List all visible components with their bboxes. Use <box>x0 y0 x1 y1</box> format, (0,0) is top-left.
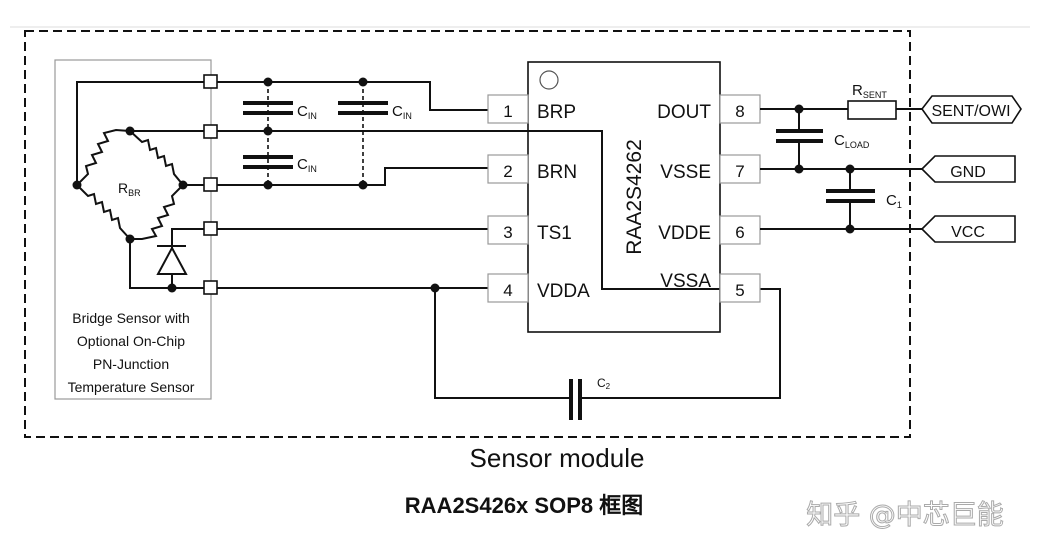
watermark: 知乎 @中芯巨能 <box>806 500 1004 531</box>
connector-sent-owi[interactable]: SENT/OWI <box>921 95 1022 124</box>
cin-label-3: CIN <box>297 156 317 174</box>
sensor-module-border <box>24 30 911 438</box>
c1-label: C1 <box>886 192 902 210</box>
right-pins <box>719 94 761 303</box>
pin-name-dout: DOUT <box>657 102 711 123</box>
pin-num-8: 8 <box>735 102 744 121</box>
figure-caption: RAA2S426x SOP8 框图 <box>405 493 643 518</box>
pad-5 <box>203 280 218 295</box>
sensor-desc-line-4: Temperature Sensor <box>68 379 195 395</box>
cin-label-2: CIN <box>392 103 412 121</box>
connector-gnd[interactable]: GND <box>921 155 1016 183</box>
pin1-marker-icon <box>539 70 559 90</box>
pin-name-brn: BRN <box>537 162 577 183</box>
rbr-label: RBR <box>118 180 141 198</box>
sensor-desc-line-3: PN-Junction <box>93 356 169 372</box>
c2-capacitor <box>569 379 582 420</box>
signal-wires <box>217 81 781 399</box>
sensor-desc-line-2: Optional On-Chip <box>77 333 185 349</box>
pad-2 <box>203 124 218 139</box>
node-top <box>125 126 135 136</box>
bridge-resistors <box>76 128 184 240</box>
pin-num-5: 5 <box>735 281 744 300</box>
output-wiring <box>760 104 922 234</box>
node-bottom <box>125 234 135 244</box>
ic-body <box>527 61 721 333</box>
pin-num-4: 4 <box>503 281 512 300</box>
connector-vcc[interactable]: VCC <box>921 215 1016 243</box>
rsent-resistor-icon <box>847 100 897 120</box>
bridge-wiring <box>76 81 210 289</box>
sensor-desc-line-1: Bridge Sensor with <box>72 310 190 326</box>
cin-capacitors <box>243 77 388 190</box>
cload-label: CLOAD <box>834 132 870 150</box>
pn-junction-diode-icon <box>156 245 188 275</box>
pin-num-6: 6 <box>735 223 744 242</box>
cin-label-1: CIN <box>297 103 317 121</box>
connector-label-gnd: GND <box>950 164 986 181</box>
pin-name-ts1: TS1 <box>537 223 572 244</box>
pin-name-vdde: VDDE <box>658 223 711 244</box>
node-right <box>178 180 188 190</box>
c2-label: C2 <box>597 376 611 391</box>
connector-label-sent-owi: SENT/OWI <box>931 103 1010 120</box>
node-vdda <box>430 283 440 293</box>
pad-1 <box>203 74 218 89</box>
pin-num-3: 3 <box>503 223 512 242</box>
left-pins <box>487 94 529 303</box>
pin-name-vssa: VSSA <box>660 271 711 292</box>
pin-num-1: 1 <box>503 102 512 121</box>
node-diode <box>167 283 177 293</box>
ic-part-number: RAA2S4262 <box>623 139 646 255</box>
pad-3 <box>203 177 218 192</box>
module-label: Sensor module <box>470 443 645 473</box>
rsent-label: RSENT <box>852 82 887 100</box>
pin-num-7: 7 <box>735 162 744 181</box>
pin-name-vsse: VSSE <box>660 162 711 183</box>
connector-label-vcc: VCC <box>951 224 985 241</box>
pin-name-vdda: VDDA <box>537 281 590 302</box>
pad-4 <box>203 221 218 236</box>
pin-num-2: 2 <box>503 162 512 181</box>
pin-name-brp: BRP <box>537 102 576 123</box>
node-left <box>72 180 82 190</box>
